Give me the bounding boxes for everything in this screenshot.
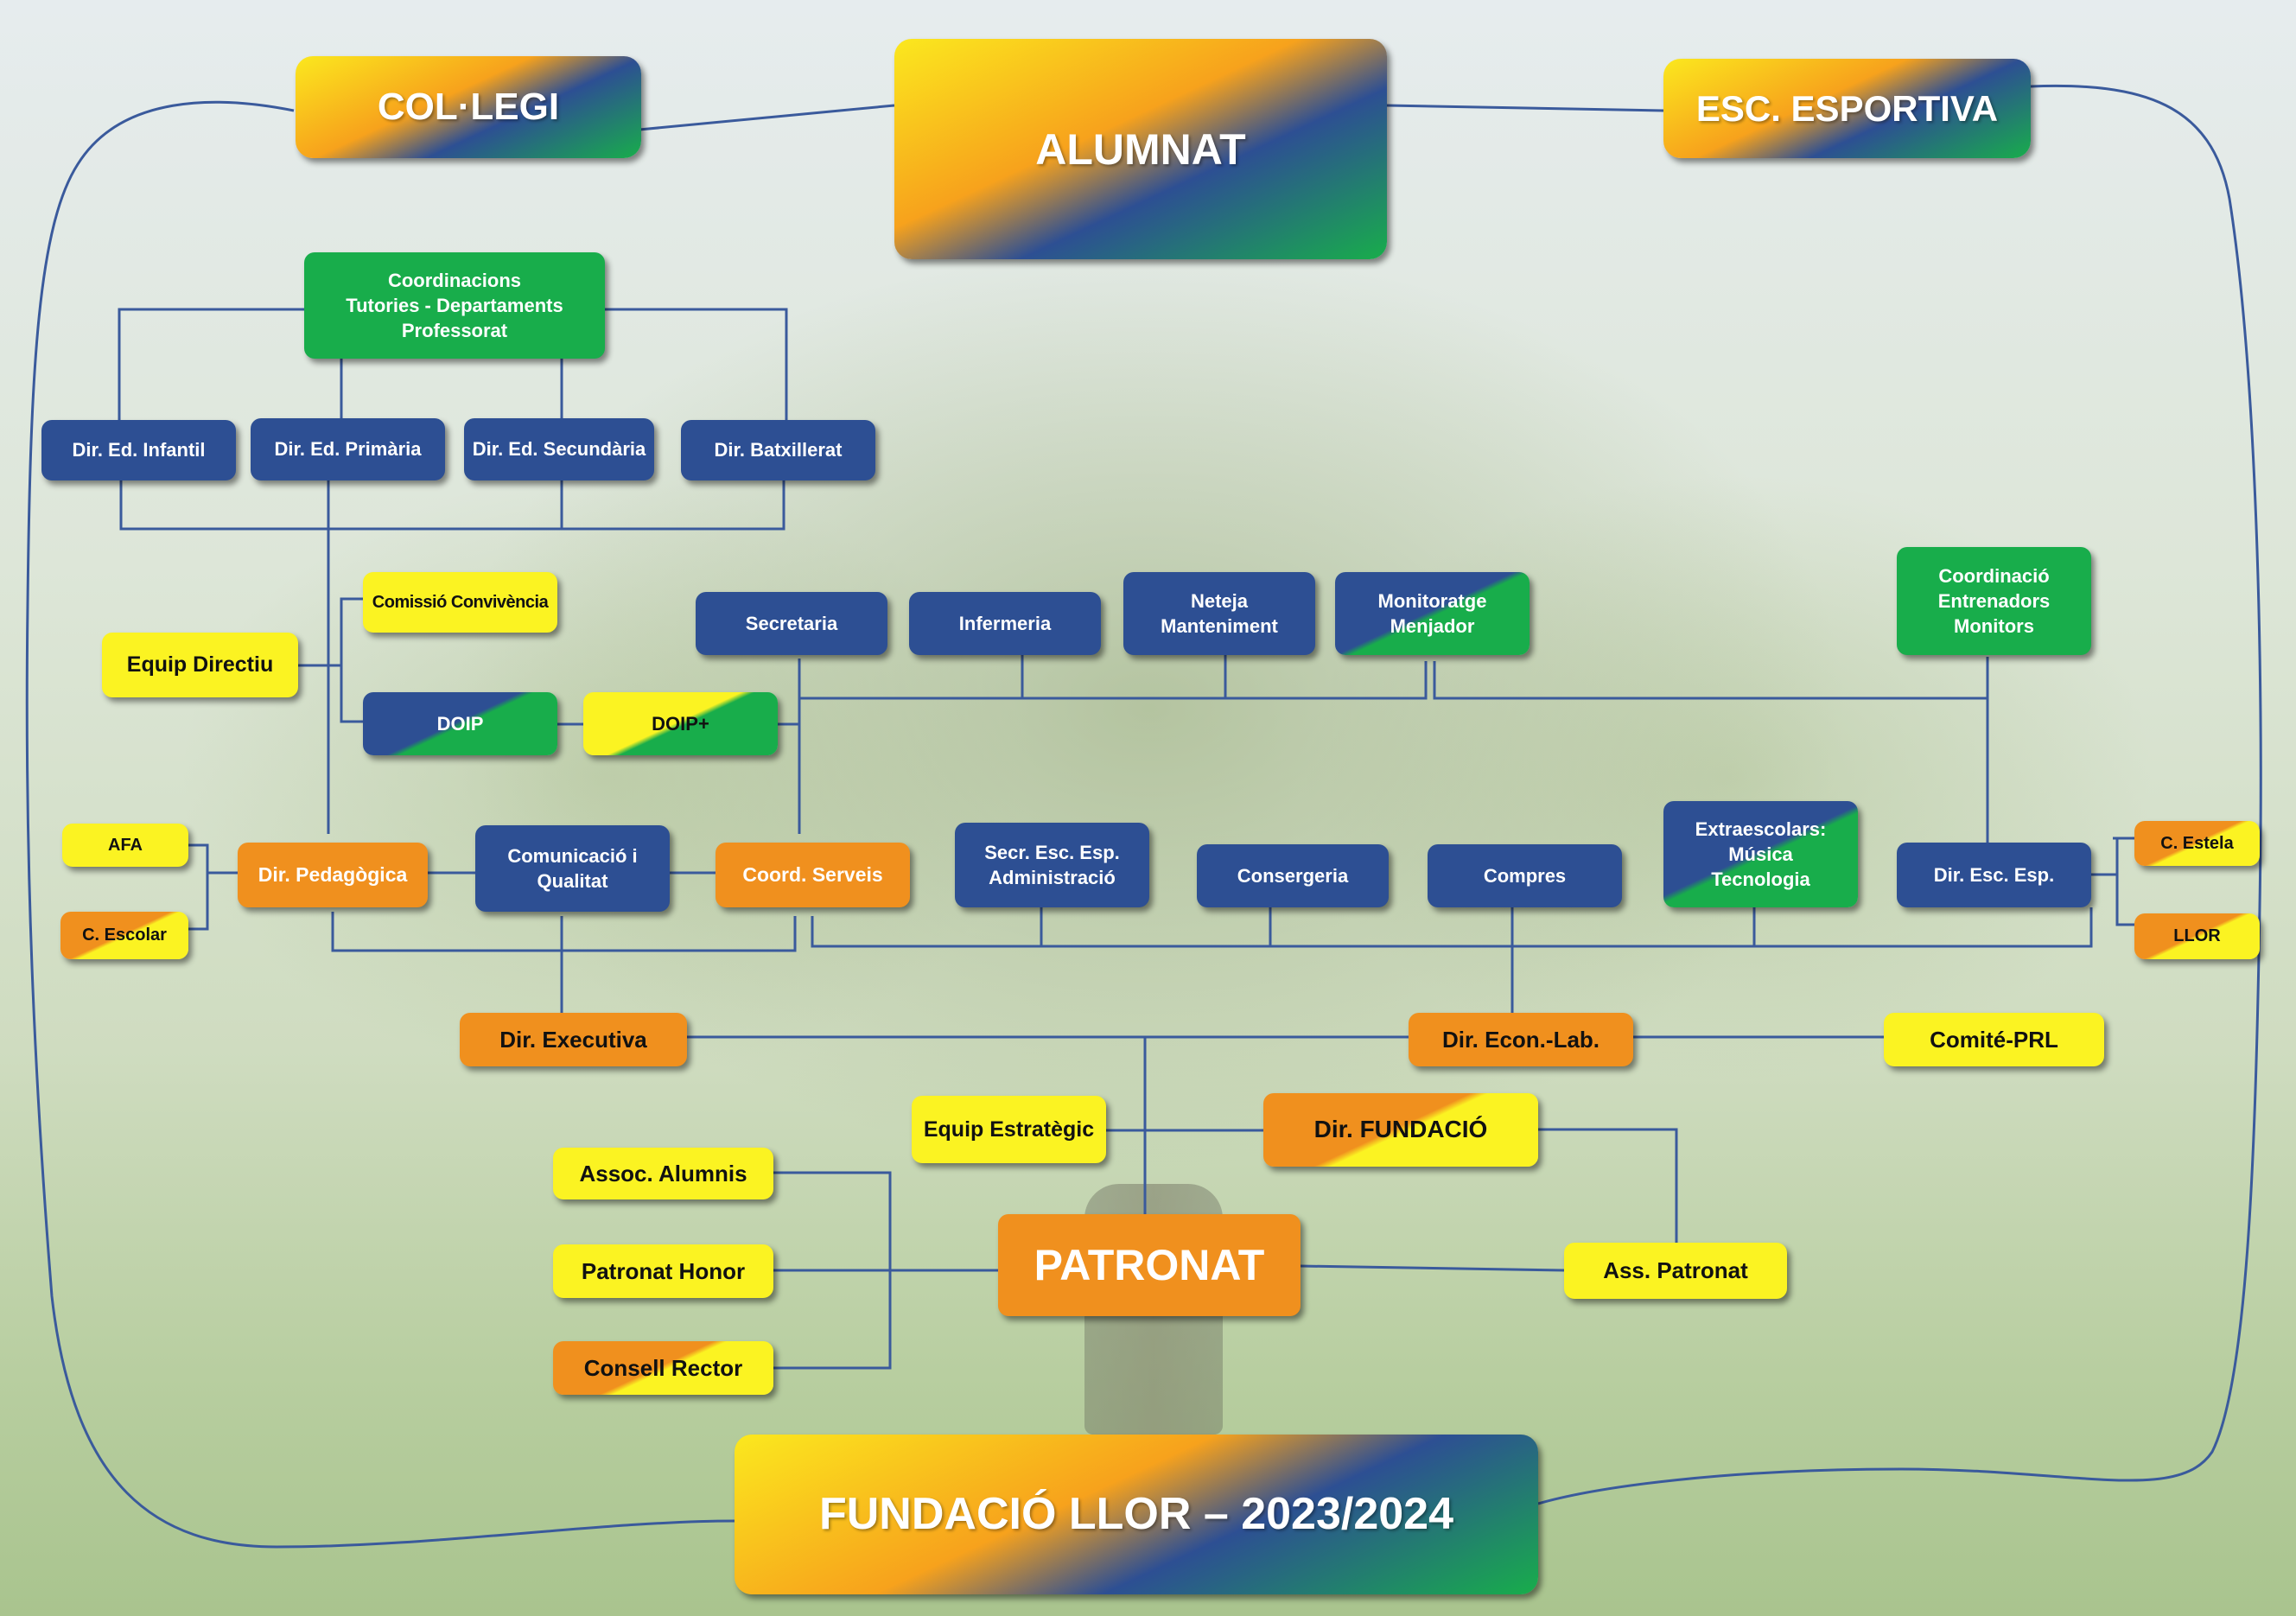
comissio-convivencia-box: Comissió Convivència (363, 572, 557, 633)
compres-box: Compres (1428, 844, 1622, 907)
dir-primaria-box: Dir. Ed. Primària (251, 418, 445, 480)
equip-estrategic-box: Equip Estratègic (912, 1096, 1106, 1163)
llor-box: LLOR (2134, 913, 2260, 959)
college-header: COL·LEGI (296, 56, 641, 158)
dir-secundaria-box: Dir. Ed. Secundària (464, 418, 654, 480)
monitoratge-menjador-box: Monitoratge Menjador (1335, 572, 1530, 655)
afa-box: AFA (62, 824, 188, 867)
neteja-manteniment-box: Neteja Manteniment (1123, 572, 1315, 655)
outer-frame (25, 100, 735, 1549)
coordinations-box: Coordinacions Tutories - Departaments Pr… (304, 252, 605, 359)
assoc-alumnis-box: Assoc. Alumnis (553, 1148, 773, 1199)
doip-plus-box: DOIP+ (583, 692, 778, 755)
comite-prl-box: Comité-PRL (1884, 1013, 2104, 1066)
c-escolar-box: C. Escolar (60, 912, 188, 959)
consergeria-box: Consergeria (1197, 844, 1389, 907)
coordinacio-entrenadors-box: Coordinació Entrenadors Monitors (1897, 547, 2091, 655)
dir-executiva-box: Dir. Executiva (460, 1013, 687, 1066)
comunicacio-qualitat-box: Comunicació i Qualitat (475, 825, 670, 912)
dir-batxillerat-box: Dir. Batxillerat (681, 420, 875, 480)
outer-frame-right (1537, 84, 2262, 1505)
foundation-title-banner: FUNDACIÓ LLOR – 2023/2024 (735, 1435, 1538, 1594)
secretaria-box: Secretaria (696, 592, 887, 655)
patronat-honor-box: Patronat Honor (553, 1244, 773, 1298)
consell-rector-box: Consell Rector (553, 1341, 773, 1395)
patronat-box: PATRONAT (998, 1214, 1301, 1316)
sports-school-header: ESC. ESPORTIVA (1663, 59, 2031, 158)
dir-esc-esp-box: Dir. Esc. Esp. (1897, 843, 2091, 907)
secr-esc-esp-box: Secr. Esc. Esp. Administració (955, 823, 1149, 907)
infermeria-box: Infermeria (909, 592, 1101, 655)
dir-econ-lab-box: Dir. Econ.-Lab. (1409, 1013, 1633, 1066)
equip-directiu-box: Equip Directiu (102, 633, 298, 697)
coord-serveis-box: Coord. Serveis (716, 843, 910, 907)
doip-box: DOIP (363, 692, 557, 755)
ass-patronat-box: Ass. Patronat (1564, 1243, 1787, 1299)
extraescolars-box: Extraescolars: Música Tecnologia (1663, 801, 1858, 907)
c-estela-box: C. Estela (2134, 821, 2260, 866)
students-header: ALUMNAT (894, 39, 1387, 259)
dir-infant-box: Dir. Ed. Infantil (41, 420, 236, 480)
dir-pedagogica-box: Dir. Pedagògica (238, 843, 428, 907)
dir-fundacio-box: Dir. FUNDACIÓ (1263, 1093, 1538, 1167)
